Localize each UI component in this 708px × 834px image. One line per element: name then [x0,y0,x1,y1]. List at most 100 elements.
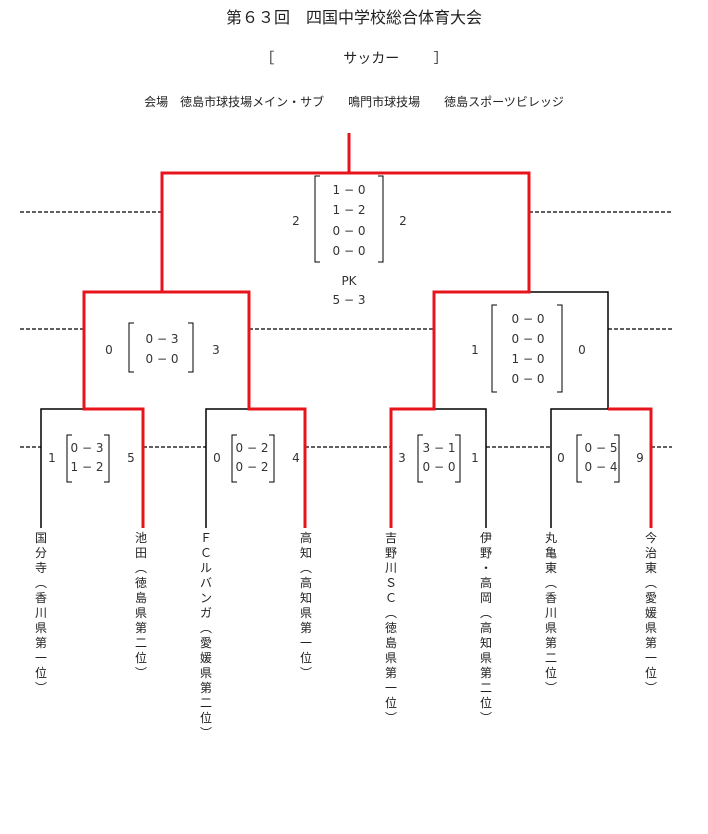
score-bracket-right [614,434,620,483]
team-name-char: 今 [644,531,657,545]
team-name-char: 一 [644,651,657,665]
r1-m3-right-score: 1 [471,451,479,465]
team-name-char: 媛 [199,651,212,665]
team-name-char: 亀 [544,546,557,560]
score-bracket-right [557,304,563,393]
team-name-char: 媛 [644,606,657,620]
team-name-char: 県 [34,621,47,635]
team-name-char: 国 [34,531,47,545]
team-name-char: 高 [299,531,312,545]
team-name-char: ︵ [299,561,312,575]
sf2-half2: 0 − 0 [511,332,545,346]
bracket-line [205,408,249,528]
winner-path [82,133,351,528]
bracket-line [550,408,608,528]
team-name-char: 池 [134,531,147,545]
final-half2: 1 − 2 [332,203,366,217]
team-name-char: 香 [34,591,47,605]
r1-m2-half1: 0 − 2 [235,441,269,455]
team-name-char: 寺 [34,561,47,575]
team-name-char: ︵ [479,606,492,620]
score-bracket-right [378,175,384,263]
team-name-char: ︶ [644,681,657,695]
final-pk-score: 5 − 3 [332,293,366,307]
final-right-score: 2 [399,214,407,228]
team-name-char: 県 [299,606,312,620]
sf2-half4: 0 − 0 [511,372,545,386]
team-name-char: ︵ [34,576,47,590]
final-pk-label: PK [341,274,357,288]
team-name-char: 県 [199,666,212,680]
team-name-char: 分 [34,546,47,560]
team-name-char: 位 [384,696,397,710]
team-name-char: ︵ [199,621,212,635]
sf1-left-score: 0 [105,343,113,357]
team-name-char: 二 [199,696,212,710]
team-name-char: ︶ [479,711,492,725]
team-name-char: 丸 [544,531,557,545]
team-name-char: 県 [384,651,397,665]
team-name-char: 徳 [134,576,147,590]
bracket-close: ］ [433,51,448,67]
bracket-line [40,408,84,528]
score-bracket-left [66,434,72,483]
team-name-char: ル [199,561,212,575]
score-bracket-left [231,434,237,483]
team-name-char: 東 [644,561,657,575]
team-name-char: 東 [544,561,557,575]
team-name-char: 第 [199,681,212,695]
team-name-char: 県 [644,621,657,635]
team-name-char: 野 [384,546,397,560]
score-bracket-right [269,434,275,483]
r1-m4-half2: 0 − 4 [584,460,618,474]
team-name-char: 位 [644,666,657,680]
team-name-char: ︶ [299,666,312,680]
team-name-char: 知 [299,546,312,560]
team-name-char: ︶ [544,681,557,695]
team-name-char: 位 [199,711,212,725]
r1-m1-half2: 1 − 2 [70,460,104,474]
score-bracket-right [188,322,194,373]
venue-line: 会場 徳島市球技場メイン・サブ 鳴門市球技場 徳島スポーツビレッジ [144,95,564,109]
team-name-char: 二 [479,681,492,695]
final-half3: 0 − 0 [332,224,366,238]
winner-path [349,171,531,528]
final-half1: 1 − 0 [332,183,366,197]
team-name-char: 第 [644,636,657,650]
team-name-char: 香 [544,591,557,605]
r1-m1-left-score: 1 [48,451,56,465]
team-name-char: 川 [384,561,397,575]
team-name-char: 岡 [479,591,492,605]
team-name-char: 位 [34,666,47,680]
team-name-char: 県 [479,651,492,665]
team-name-char: 一 [299,636,312,650]
team-name-char: 位 [299,651,312,665]
team-name-char: ︵ [544,576,557,590]
team-name-char: 位 [134,651,147,665]
r1-m4-right-score: 9 [636,451,644,465]
bracket-open: ［ [260,51,275,67]
team-name-char: 二 [544,651,557,665]
team-name-char: Ｆ [199,531,212,545]
r1-m4-left-score: 0 [557,451,565,465]
r1-m2-left-score: 0 [213,451,221,465]
team-name-char: ︵ [134,561,147,575]
score-bracket-left [576,434,582,483]
team-name-char: 高 [479,621,492,635]
score-bracket-right [455,434,461,483]
team-name-char: 島 [384,636,397,650]
team-name-char: 野 [479,546,492,560]
team-name-char: ガ [199,606,212,620]
team-name-char: 知 [479,636,492,650]
score-bracket-left [128,322,134,373]
final-half4: 0 − 0 [332,244,366,258]
r1-m3-half1: 3 − 1 [422,441,456,455]
team-name-char: ︶ [134,666,147,680]
team-name-char: ン [199,591,212,605]
team-name-char: Ｓ [384,576,397,590]
score-bracket-left [314,175,320,263]
team-name-char: 位 [479,696,492,710]
team-name-char: 高 [479,576,492,590]
team-name-char: 第 [384,666,397,680]
team-name-char: 第 [299,621,312,635]
